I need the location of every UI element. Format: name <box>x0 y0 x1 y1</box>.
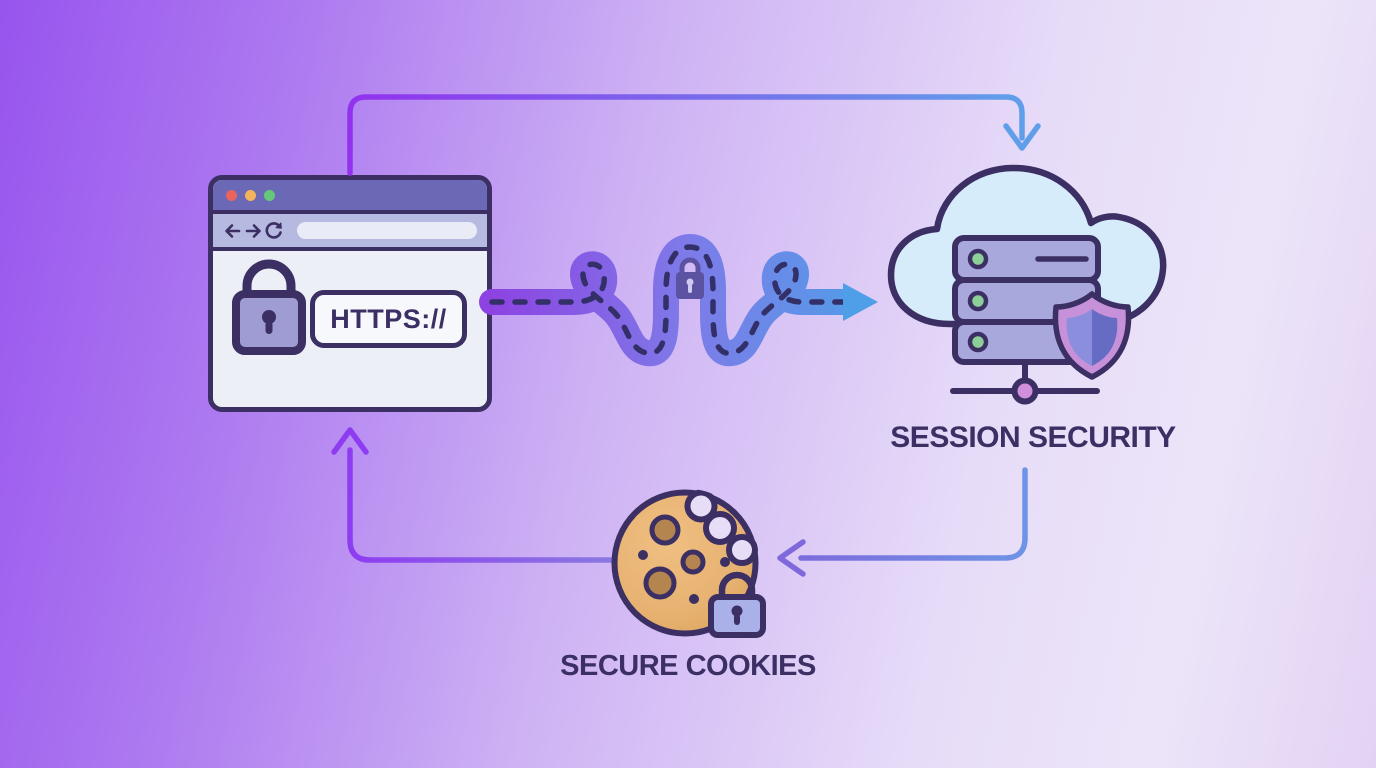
refresh-icon <box>265 221 282 239</box>
server-led-icon <box>967 248 989 270</box>
label-session-security: SESSION SECURITY <box>890 421 1176 454</box>
browser-window: HTTPS:// <box>208 175 492 412</box>
shield-icon <box>1052 291 1132 380</box>
connection-lock-icon <box>676 257 704 299</box>
cookie-chip <box>649 514 681 546</box>
cookie-crumb-dot <box>720 557 730 567</box>
arrow-server-to-cookie <box>777 467 1028 577</box>
cookie-chip <box>643 566 677 600</box>
cookie-icon <box>611 489 766 638</box>
cookie-lock-icon <box>708 571 766 638</box>
encrypted-connection <box>479 234 878 367</box>
arrow-browser-to-server <box>347 94 1041 176</box>
browser-toolbar <box>213 214 487 251</box>
forward-arrow-icon <box>245 223 261 238</box>
up-arrowhead-icon <box>331 427 369 455</box>
cookie-crumb-dot <box>689 594 699 604</box>
label-secure-cookies: SECURE COOKIES <box>560 650 816 682</box>
address-bar <box>297 222 477 239</box>
url-box: HTTPS:// <box>310 290 467 348</box>
network-node-icon <box>1011 377 1039 405</box>
traffic-light-green-icon <box>264 189 275 201</box>
down-arrowhead-icon <box>1003 123 1041 151</box>
server-led-icon <box>967 331 989 353</box>
shield-inner <box>1066 309 1118 366</box>
left-arrowhead-icon <box>777 539 806 577</box>
toolbar-nav-icons <box>225 221 282 239</box>
cookie-chip <box>680 549 706 575</box>
traffic-light-red-icon <box>226 189 237 201</box>
browser-titlebar <box>213 180 487 214</box>
cloud-server <box>887 164 1167 405</box>
https-lock-icon <box>232 259 306 355</box>
arrow-cookie-to-browser <box>331 427 615 563</box>
right-arrowhead-icon <box>843 283 878 321</box>
server-rack-icon <box>952 235 1101 365</box>
back-arrow-icon <box>225 223 241 238</box>
server-led-icon <box>967 290 989 312</box>
traffic-light-yellow-icon <box>245 189 256 201</box>
cookie-bite <box>684 489 758 566</box>
cookie-crumb-dot <box>638 550 648 560</box>
connection-dashes <box>489 244 846 356</box>
url-text: HTTPS:// <box>330 303 447 334</box>
